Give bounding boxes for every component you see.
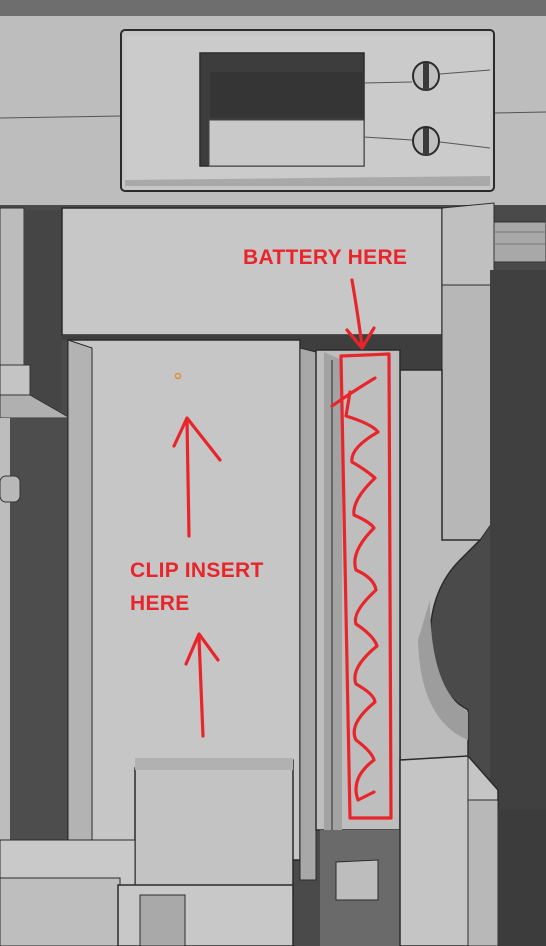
clip-annotation-line2: HERE: [130, 592, 190, 615]
clip-arrow-lower: [197, 636, 205, 738]
clip-annotation-line1: CLIP INSERT: [130, 559, 264, 582]
annotation-strokes: [172, 278, 393, 820]
battery-zigzag: [330, 376, 380, 802]
display-module: [120, 29, 495, 192]
battery-annotation: BATTERY HERE: [243, 246, 408, 269]
screw-head-icon: [412, 61, 440, 91]
clip-arrow-upper: [185, 418, 191, 538]
battery-outline: [339, 352, 393, 820]
clip-annotation: CLIP INSERT HERE: [130, 554, 264, 620]
screw-head-icon: [412, 126, 440, 156]
battery-arrow: [350, 278, 364, 348]
origin-marker-icon: [174, 372, 182, 380]
